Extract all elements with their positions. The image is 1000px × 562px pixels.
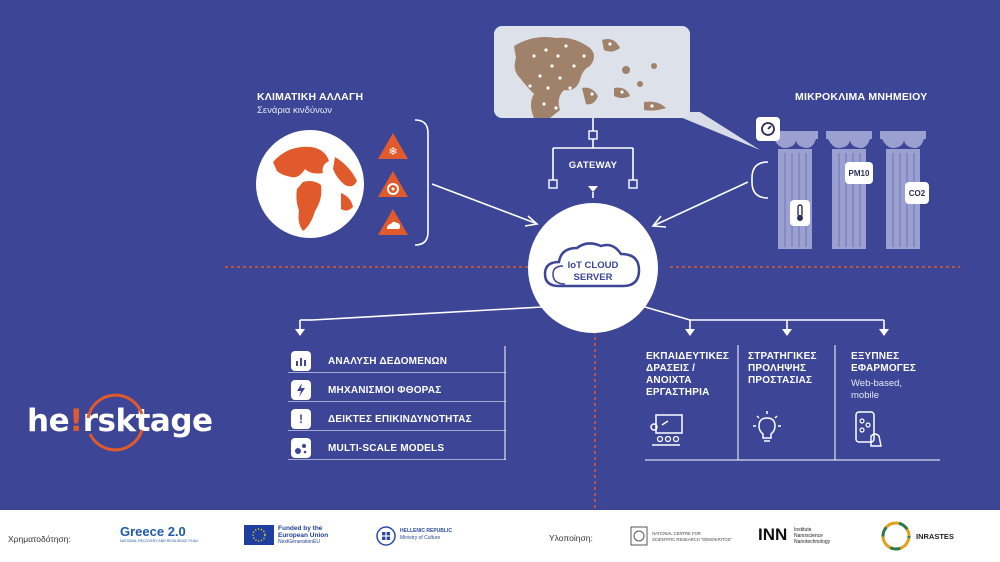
eu-stars-icon bbox=[252, 528, 266, 542]
bar-chart-icon bbox=[291, 351, 311, 371]
inn-line1: Institute bbox=[794, 527, 812, 533]
greece20-logo: Greece 2.0 NATIONAL RECOVERY AND RESILIE… bbox=[120, 524, 198, 543]
list-item-label: ΔΕΙΚΤΕΣ ΕΠΙΚΙΝΔΥΝΟΤΗΤΑΣ bbox=[328, 414, 472, 425]
list-item: MULTI-SCALE MODELS bbox=[288, 438, 506, 460]
list-item-label: ΑΝΑΛΥΣΗ ΔΕΔΟΜΕΝΩΝ bbox=[328, 356, 448, 367]
hurricane-hazard-icon bbox=[378, 171, 408, 197]
diagram-panel: ΚΛΙΜΑΤΙΚΗ ΑΛΛΑΓΗ Σενάρια κινδύνων ❄ bbox=[0, 0, 1000, 510]
microclimate-title: ΜΙΚΡΟΚΛΙΜΑ ΜΝΗΜΕΙΟΥ bbox=[795, 91, 928, 103]
mobile-app-icon bbox=[855, 411, 882, 447]
output-apps-title: ΕΞΥΠΝΕΣ ΕΦΑΡΜΟΓΕΣ bbox=[851, 351, 916, 375]
exclamation-icon: ! bbox=[291, 409, 311, 429]
greece20-sub: NATIONAL RECOVERY AND RESILIENCE PLAN bbox=[120, 539, 198, 543]
gateway-label: GATEWAY bbox=[568, 160, 618, 171]
server-label: IoT CLOUD SERVER bbox=[528, 260, 658, 284]
iot-cloud-server: IoT CLOUD SERVER bbox=[528, 203, 658, 333]
output-subtitle-line: Web-based, bbox=[851, 378, 903, 389]
output-title-line: ΣΤΡΑΤΗΓΙΚΕΣ bbox=[748, 351, 817, 362]
demokritos-line1: NATIONAL CENTRE FOR bbox=[652, 531, 701, 536]
eu-line1: Funded by the bbox=[278, 525, 323, 532]
output-title-line: ΕΚΠΑΙΔΕΥΤΙΚΕΣ bbox=[646, 351, 730, 362]
hellenic-text: HELLENIC REPUBLIC Ministry of Culture bbox=[400, 528, 452, 542]
footer-bar: Χρηματοδότηση: Greece 2.0 NATIONAL RECOV… bbox=[0, 510, 1000, 562]
eu-flag-icon bbox=[244, 525, 274, 545]
hellenic-emblem-icon bbox=[376, 526, 396, 546]
snowflake-hazard-icon: ❄ bbox=[378, 133, 408, 159]
inn-line2: Nanoscience bbox=[794, 533, 823, 539]
output-education-title: ΕΚΠΑΙΔΕΥΤΙΚΕΣ ΔΡΑΣΕΙΣ / ΑΝΟΙΧΤΑ ΕΡΓΑΣΤΗΡ… bbox=[646, 351, 729, 399]
herisktage-logo: he!rsktage bbox=[27, 403, 213, 439]
inrastes-ring-icon bbox=[881, 521, 911, 551]
eu-line2: European Union bbox=[278, 532, 329, 539]
hellenic-line1: HELLENIC REPUBLIC bbox=[400, 528, 452, 534]
eu-line3: NextGenerationEU bbox=[278, 539, 320, 545]
implementation-label: Υλοποίηση: bbox=[549, 533, 593, 543]
thermometer-sensor-icon bbox=[790, 200, 810, 226]
svg-text:❄: ❄ bbox=[388, 145, 397, 158]
output-title-line: ΕΞΥΠΝΕΣ bbox=[851, 351, 900, 362]
lightbulb-icon bbox=[753, 411, 781, 442]
storm-cloud-hazard-icon bbox=[378, 209, 408, 235]
columns-illustration bbox=[772, 131, 926, 249]
output-apps-subtitle: Web-based, mobile bbox=[851, 378, 902, 402]
funding-label: Χρηματοδότηση: bbox=[8, 534, 71, 544]
demokritos-line2: SCIENTIFIC RESEARCH "DEMOKRITOS" bbox=[652, 537, 732, 542]
inn-line3: Nanotechnology bbox=[794, 539, 831, 545]
output-title-line: ΔΡΑΣΕΙΣ / bbox=[646, 363, 696, 374]
climate-title: ΚΛΙΜΑΤΙΚΗ ΑΛΛΑΓΗ bbox=[257, 91, 364, 103]
list-item: ΜΗΧΑΝΙΣΜΟΙ ΦΘΟΡΑΣ bbox=[288, 380, 506, 402]
output-title-line: ΠΡΟΛΗΨΗΣ bbox=[748, 363, 807, 374]
inrastes-name: INRASTES bbox=[916, 532, 954, 541]
greece-map bbox=[494, 26, 690, 118]
gauge-sensor-icon bbox=[756, 117, 780, 141]
classroom-icon bbox=[650, 414, 683, 446]
server-label-line1: IoT CLOUD bbox=[567, 260, 619, 271]
output-strategies-title: ΣΤΡΑΤΗΓΙΚΕΣ ΠΡΟΛΗΨΗΣ ΠΡΟΣΤΑΣΙΑΣ bbox=[748, 351, 817, 387]
demokritos-text: NATIONAL CENTRE FOR SCIENTIFIC RESEARCH … bbox=[652, 531, 732, 543]
output-title-line: ΑΝΟΙΧΤΑ bbox=[646, 375, 692, 386]
list-item: ! ΔΕΙΚΤΕΣ ΕΠΙΚΙΝΔΥΝΟΤΗΤΑΣ bbox=[288, 409, 506, 431]
molecules-icon bbox=[291, 438, 311, 458]
hellenic-line2: Ministry of Culture bbox=[400, 535, 441, 541]
output-subtitle-line: mobile bbox=[851, 390, 879, 401]
inn-text: Institute Nanoscience Nanotechnology bbox=[794, 527, 830, 545]
globe-icon bbox=[256, 130, 364, 238]
greece20-main: Greece 2.0 bbox=[120, 524, 186, 539]
output-title-line: ΕΦΑΡΜΟΓΕΣ bbox=[851, 363, 917, 374]
cloud-icon bbox=[543, 242, 641, 288]
logo-ring bbox=[86, 393, 144, 452]
output-title-line: ΠΡΟΣΤΑΣΙΑΣ bbox=[748, 375, 813, 386]
lightning-icon bbox=[291, 380, 311, 400]
demokritos-emblem-icon bbox=[630, 526, 648, 546]
server-label-line2: SERVER bbox=[573, 272, 613, 283]
co2-sensor: CO2 bbox=[905, 182, 929, 204]
inn-logo: INN bbox=[758, 525, 788, 544]
list-item-label: ΜΗΧΑΝΙΣΜΟΙ ΦΘΟΡΑΣ bbox=[328, 385, 442, 396]
greece-map-graphic bbox=[514, 37, 666, 118]
list-item: ΑΝΑΛΥΣΗ ΔΕΔΟΜΕΝΩΝ bbox=[288, 351, 506, 373]
eu-text: Funded by the European Union NextGenerat… bbox=[278, 525, 328, 546]
climate-subtitle: Σενάρια κινδύνων bbox=[257, 105, 333, 116]
connector-lines bbox=[225, 112, 960, 510]
list-item-label: MULTI-SCALE MODELS bbox=[328, 443, 445, 454]
output-title-line: ΕΡΓΑΣΤΗΡΙΑ bbox=[646, 387, 710, 398]
pm10-sensor: PM10 bbox=[845, 162, 873, 184]
